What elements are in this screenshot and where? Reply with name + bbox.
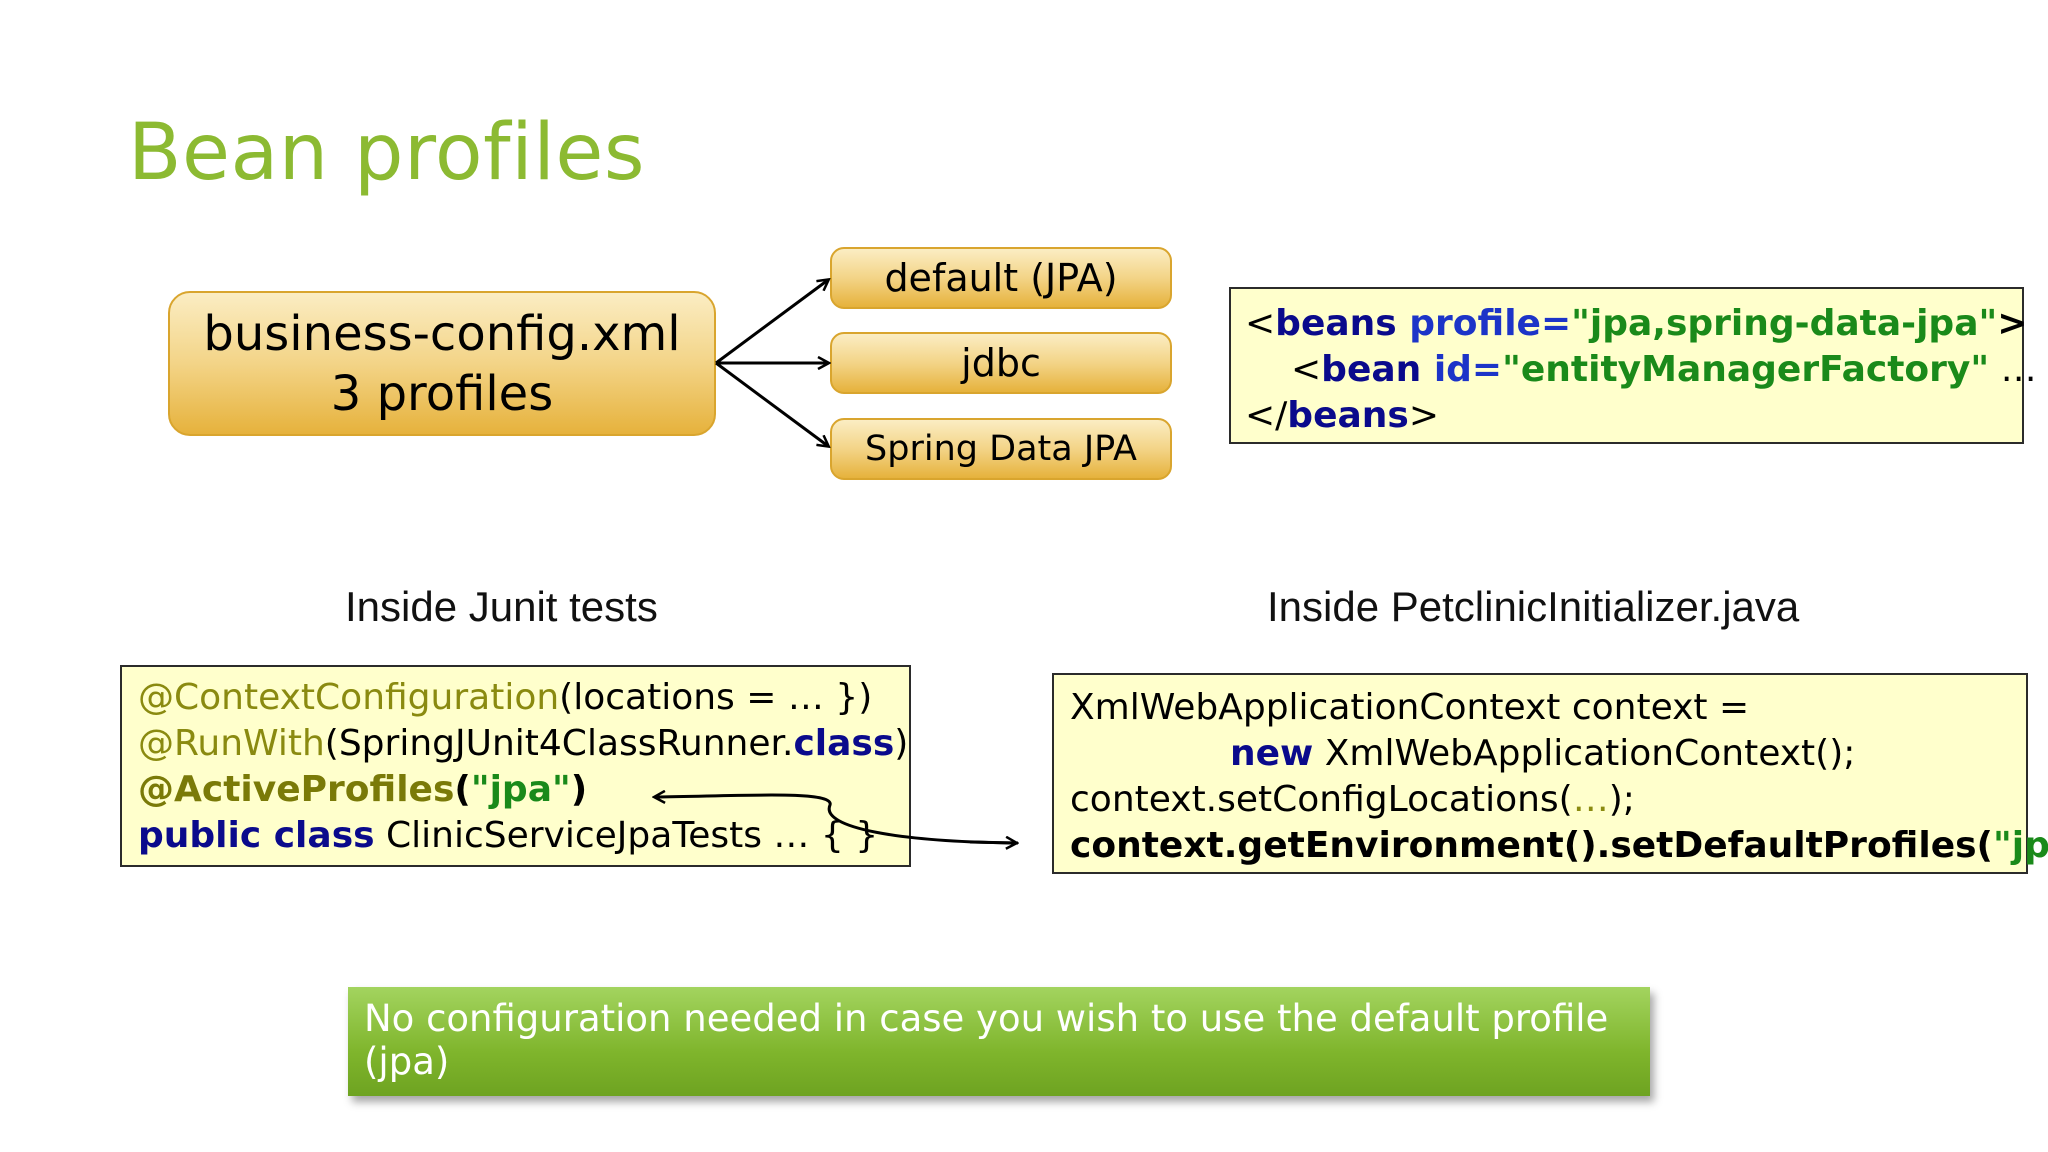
arrow-jpa-link [655,795,1019,845]
code-line: @ContextConfiguration(locations = … }) [138,677,873,718]
code-line: XmlWebApplicationContext context = [1070,687,1750,728]
arrow-jpa-link-end [969,842,1016,843]
code-line: @ActiveProfiles("jpa") [138,769,588,810]
code-line: context.setConfigLocations(…); [1070,779,1635,820]
code-line: @RunWith(SpringJUnit4ClassRunner.class) [138,723,909,764]
beans-xml-snippet: <beans profile="jpa,spring-data-jpa"> <b… [1229,287,2048,444]
slide-title: Bean profiles [128,108,646,198]
code-line: new XmlWebApplicationContext(); [1230,733,1856,774]
arrow-to-default [715,280,828,365]
profile-label: Spring Data JPA [865,429,1137,469]
initializer-code-snippet: XmlWebApplicationContext context = new X… [1052,673,2048,874]
arrow-to-spring-data-jpa [715,361,828,446]
business-config-filename: business-config.xml [203,305,681,362]
business-config-profile-count: 3 profiles [330,365,554,422]
code-line: <beans profile="jpa,spring-data-jpa"> [1245,303,2028,344]
profile-box-default: default (JPA) [830,247,1172,309]
code-line: <bean id="entityManagerFactory" … > [1291,349,2048,390]
code-line: </beans> [1245,395,1440,436]
profile-label: jdbc [961,341,1041,385]
caption-initializer: Inside PetclinicInitializer.java [1267,583,1800,630]
profile-box-spring-data-jpa: Spring Data JPA [830,418,1172,480]
profile-label: default (JPA) [884,256,1118,300]
default-profile-banner: No configuration needed in case you wish… [348,987,1650,1096]
junit-code-snippet: @ContextConfiguration(locations = … }) @… [120,665,911,867]
business-config-box: business-config.xml 3 profiles [168,291,716,436]
caption-junit: Inside Junit tests [345,583,658,630]
code-line: public class ClinicServiceJpaTests … { } [138,815,879,856]
code-line: context.getEnvironment().setDefaultProfi… [1070,825,2048,866]
banner-text: No configuration needed in case you wish… [364,997,1609,1083]
profile-box-jdbc: jdbc [830,332,1172,394]
